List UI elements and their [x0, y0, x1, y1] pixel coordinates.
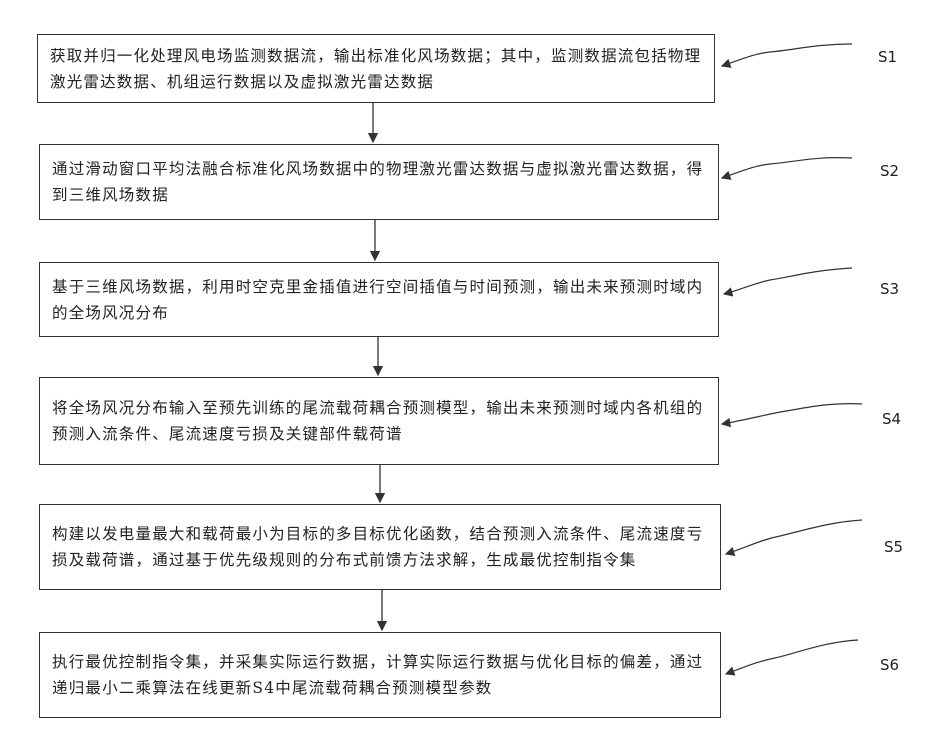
step-box-s5: 构建以发电量最大和载荷最小为目标的多目标优化函数，结合预测入流条件、尾流速度亏损… — [39, 504, 721, 590]
leader-s6 — [726, 640, 858, 674]
step-box-s4: 将全场风况分布输入至预先训练的尾流载荷耦合预测模型，输出未来预测时域内各机组的预… — [39, 377, 719, 465]
step-label-s5: S5 — [884, 538, 903, 556]
leader-s4 — [722, 404, 862, 424]
step-text-s4: 将全场风况分布输入至预先训练的尾流载荷耦合预测模型，输出未来预测时域内各机组的预… — [52, 395, 706, 447]
step-text-s3: 基于三维风场数据，利用时空克里金插值进行空间插值与时间预测，输出未来预测时域内的… — [52, 274, 706, 326]
step-label-s2: S2 — [880, 162, 899, 180]
step-label-s6: S6 — [880, 656, 899, 674]
step-box-s2: 通过滑动窗口平均法融合标准化风场数据中的物理激光雷达数据与虚拟激光雷达数据，得到… — [39, 144, 719, 220]
step-text-s5: 构建以发电量最大和载荷最小为目标的多目标优化函数，结合预测入流条件、尾流速度亏损… — [52, 521, 708, 573]
leader-s2 — [722, 158, 852, 178]
leader-s1 — [722, 44, 852, 66]
step-box-s6: 执行最优控制指令集，并采集实际运行数据，计算实际运行数据与优化目标的偏差，通过递… — [39, 632, 721, 718]
step-label-s1: S1 — [878, 48, 897, 66]
step-text-s6: 执行最优控制指令集，并采集实际运行数据，计算实际运行数据与优化目标的偏差，通过递… — [52, 649, 708, 701]
step-label-s3: S3 — [880, 280, 899, 298]
leader-s3 — [724, 268, 852, 294]
step-label-s4: S4 — [882, 410, 901, 428]
step-text-s2: 通过滑动窗口平均法融合标准化风场数据中的物理激光雷达数据与虚拟激光雷达数据，得到… — [52, 156, 706, 208]
leader-s5 — [726, 520, 862, 554]
step-text-s1: 获取并归一化处理风电场监测数据流，输出标准化风场数据；其中，监测数据流包括物理激… — [50, 43, 702, 95]
step-box-s1: 获取并归一化处理风电场监测数据流，输出标准化风场数据；其中，监测数据流包括物理激… — [37, 34, 715, 103]
step-box-s3: 基于三维风场数据，利用时空克里金插值进行空间插值与时间预测，输出未来预测时域内的… — [39, 262, 719, 337]
